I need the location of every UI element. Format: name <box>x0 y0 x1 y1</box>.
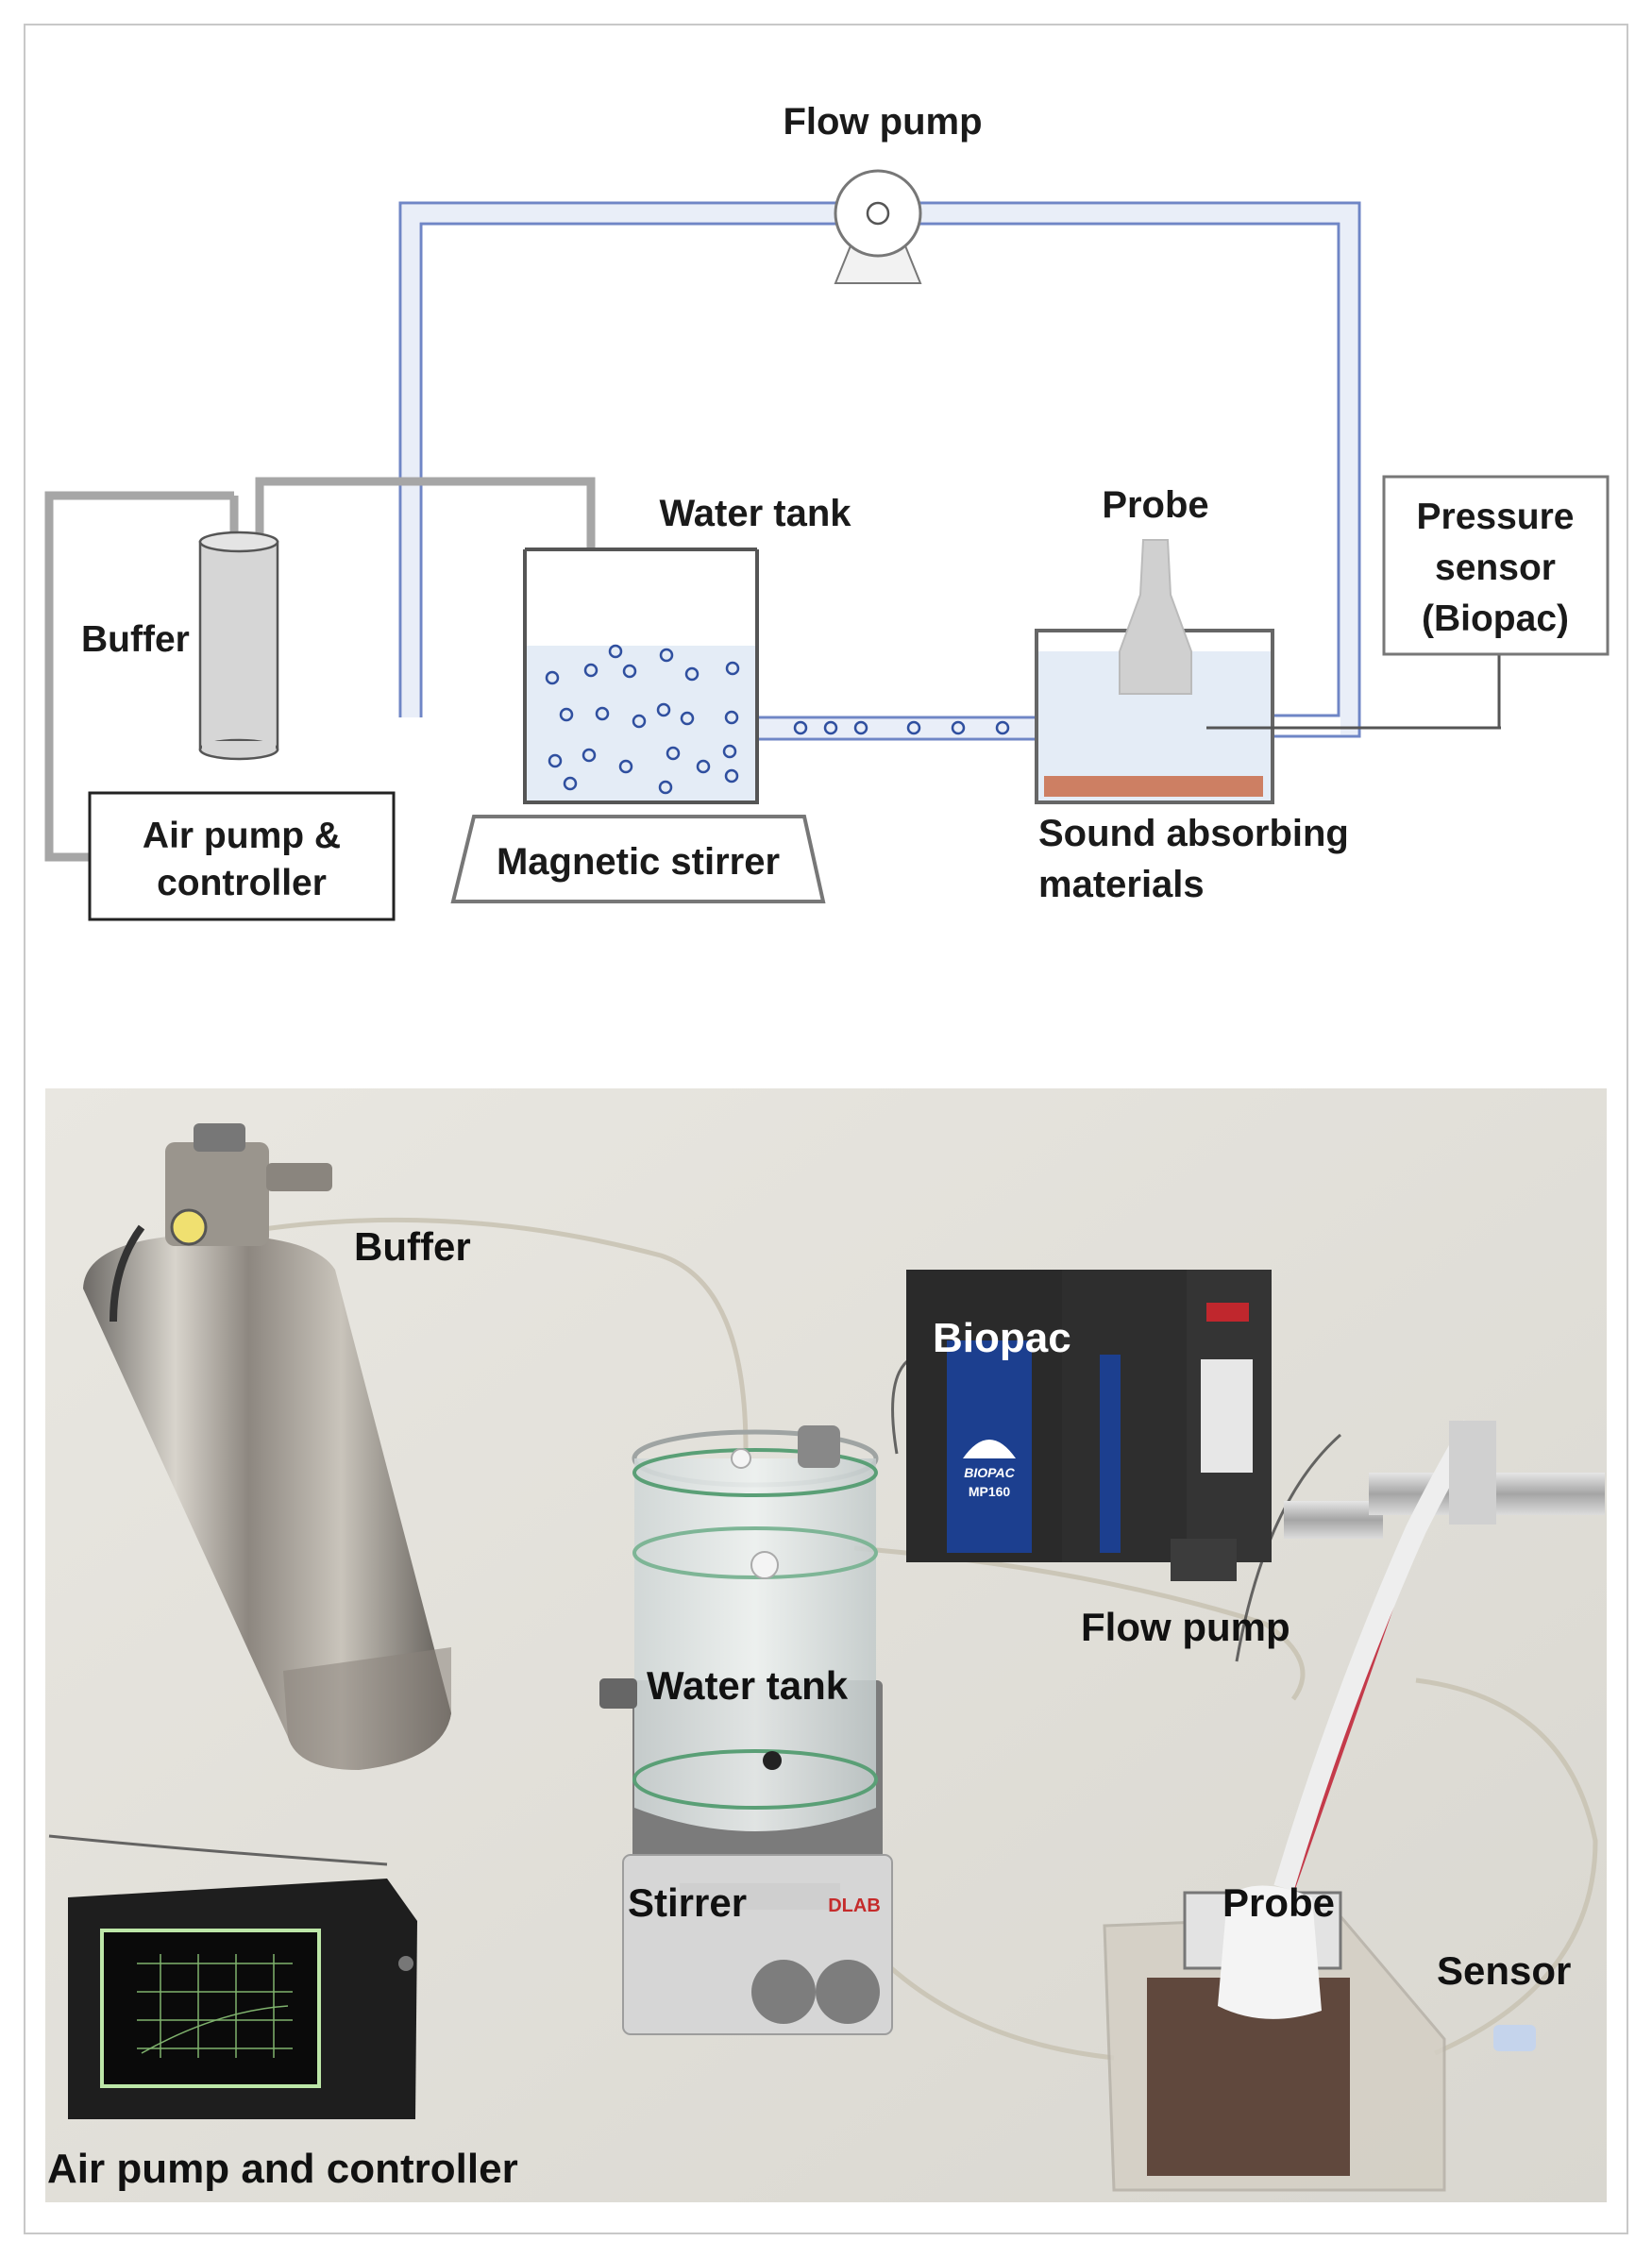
buffer-label: Buffer <box>81 619 190 660</box>
air-pump-label-line2: controller <box>157 863 327 903</box>
water-tank-label: Water tank <box>659 493 851 534</box>
air-pump-box <box>88 791 396 921</box>
probe-label: Probe <box>1102 484 1208 526</box>
pressure-sensor-box <box>1382 475 1610 656</box>
sound-absorbing-label-line2: materials <box>1038 864 1205 905</box>
pressure-sensor-label-line3: (Biopac) <box>1422 598 1569 639</box>
buffer-cylinder <box>198 531 279 761</box>
sound-absorbing-label-line1: Sound absorbing <box>1038 813 1349 854</box>
gas-tubing <box>44 477 596 862</box>
water-tank-symbol <box>523 548 759 804</box>
magnetic-stirrer-base <box>450 815 826 903</box>
flow-loop-tubing <box>398 201 1361 741</box>
pressure-sensor-label-line1: Pressure <box>1417 497 1575 537</box>
flow-pump-symbol <box>834 169 922 284</box>
probe-tank-symbol <box>1035 539 1501 804</box>
pressure-sensor-label-line2: sensor <box>1435 548 1556 588</box>
air-pump-label-line1: Air pump & <box>143 816 341 856</box>
schematic-diagram: Flow pump Buffer Air pump & controller W… <box>44 101 1610 921</box>
flow-pump-label: Flow pump <box>783 101 982 143</box>
magnetic-stirrer-label: Magnetic stirrer <box>497 841 780 883</box>
bubbles <box>545 644 1010 795</box>
